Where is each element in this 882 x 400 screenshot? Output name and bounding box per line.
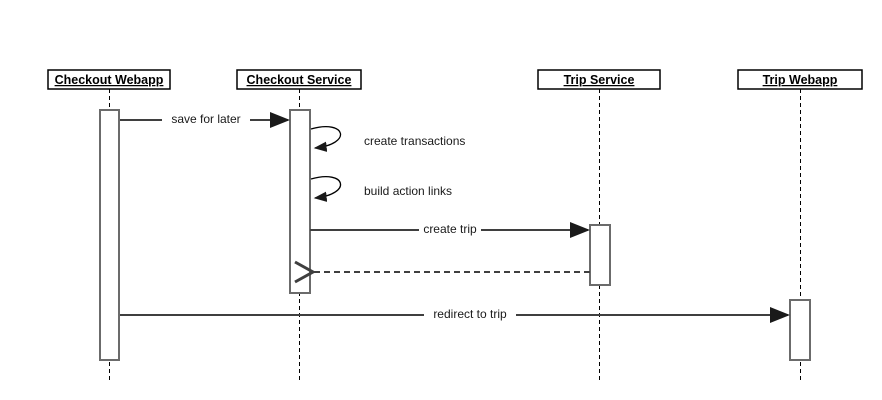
message-save-for-later: save for later [120,112,290,128]
message-label-create-transactions: create transactions [364,134,465,148]
message-redirect-to-trip: redirect to trip [120,307,790,323]
activation-bars [99,109,811,361]
participant-label-checkout-service: Checkout Service [247,73,352,87]
activation-trip-service [589,224,611,286]
self-loop-build-action-links [310,176,342,202]
participant-box-trip-webapp [737,69,863,90]
message-label-create-trip: create trip [423,222,477,236]
participant-label-trip-webapp: Trip Webapp [763,73,838,87]
self-loop-create-transactions [310,126,342,152]
activation-trip-webapp [789,299,811,361]
message-create-transactions: create transactions [310,126,465,152]
message-label-build-action-links: build action links [364,184,452,198]
participant-label-trip-service: Trip Service [564,73,635,87]
participant-headers: Checkout Webapp Checkout Service Trip Se… [47,69,863,90]
message-build-action-links: build action links [310,176,452,202]
participant-box-checkout-service [236,69,362,90]
participant-label-checkout-webapp: Checkout Webapp [55,73,164,87]
message-label-save-for-later: save for later [171,112,240,126]
message-label-redirect-to-trip: redirect to trip [433,307,507,321]
message-label-bg [424,308,516,322]
activation-checkout-service [289,109,311,294]
participant-box-checkout-webapp [47,69,171,90]
activation-checkout-webapp [99,109,120,361]
message-create-trip: create trip [310,222,590,238]
message-label-bg [162,113,250,127]
message-label-bg [419,223,481,237]
participant-box-trip-service [537,69,661,90]
